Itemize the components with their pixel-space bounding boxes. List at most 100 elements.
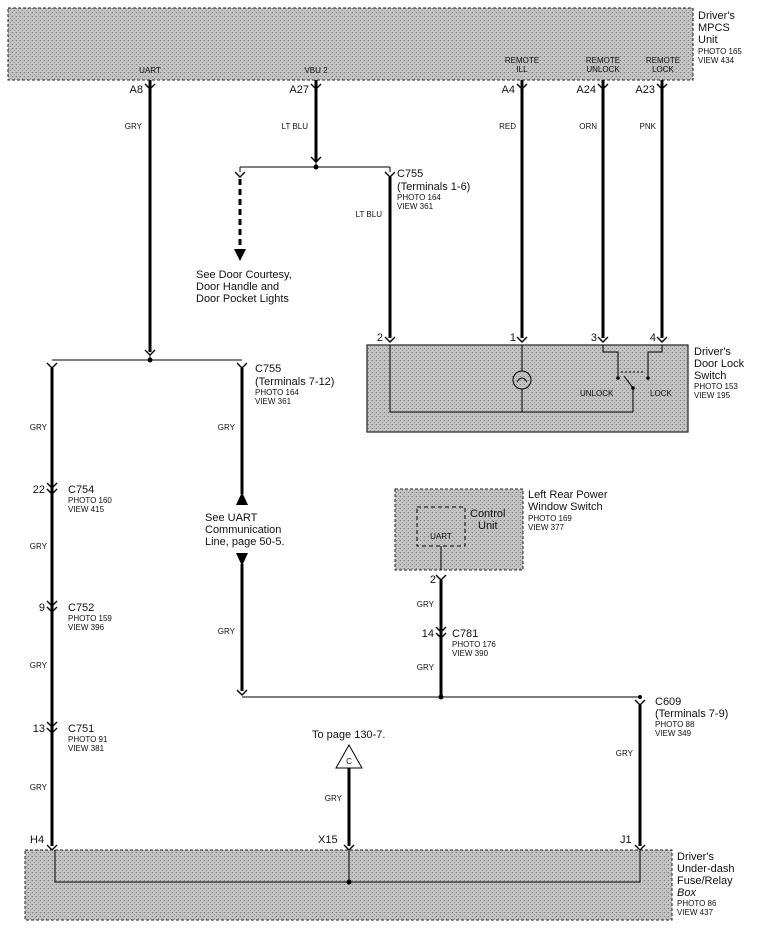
c752-view: VIEW 396 bbox=[68, 623, 105, 632]
c751-name: C751 bbox=[68, 723, 94, 735]
uart-ref-3: Line, page 50-5. bbox=[205, 536, 285, 548]
connector-chevron-a4 bbox=[516, 83, 528, 90]
connector-chevron-c609 bbox=[634, 699, 646, 706]
wire-color-c609: GRY bbox=[616, 749, 634, 758]
c781-view: VIEW 390 bbox=[452, 649, 489, 658]
connector-chevron-a27 bbox=[310, 83, 322, 90]
wire-color-a8: GRY bbox=[125, 122, 143, 131]
c751-photo: PHOTO 91 bbox=[68, 735, 108, 744]
rear-window-switch-name-1: Left Rear Power bbox=[528, 489, 608, 501]
uart-ref-2: Communication bbox=[205, 524, 281, 536]
dls-pin-4: 4 bbox=[650, 332, 656, 344]
wire-color-a23: PNK bbox=[640, 122, 657, 131]
fuse-box-pin-h4: H4 bbox=[30, 834, 44, 846]
switch-position-lock: LOCK bbox=[650, 389, 672, 398]
wire-color-rws-above: GRY bbox=[417, 600, 435, 609]
connector-chevron-a24 bbox=[597, 83, 609, 90]
wire-color-c755-upper: LT BLU bbox=[356, 210, 383, 219]
c752-photo: PHOTO 159 bbox=[68, 614, 112, 623]
mpcs-unit-name-1: Driver's bbox=[698, 10, 735, 22]
fuse-box-name-2: Under-dash bbox=[677, 863, 734, 875]
c609-terminals: (Terminals 7-9) bbox=[655, 708, 728, 720]
rws-pin-2: 2 bbox=[430, 574, 436, 586]
c781-pin: 14 bbox=[422, 628, 434, 640]
connector-icon-c752 bbox=[46, 600, 58, 613]
connector-icon-c751 bbox=[46, 721, 58, 734]
c609-name: C609 bbox=[655, 696, 681, 708]
signal-label-vbu2: VBU 2 bbox=[304, 66, 328, 75]
fuse-box-pin-x15: X15 bbox=[318, 834, 338, 846]
arrow-up-icon bbox=[236, 492, 248, 505]
c751-pin: 13 bbox=[33, 723, 45, 735]
door-lights-ref-2: Door Handle and bbox=[196, 281, 279, 293]
c755-lower-photo: PHOTO 164 bbox=[255, 388, 299, 397]
c755-upper-photo: PHOTO 164 bbox=[397, 193, 441, 202]
signal-label-remote-unlock-1: REMOTE bbox=[586, 56, 620, 65]
door-lock-switch-view: VIEW 195 bbox=[694, 391, 731, 400]
wire-color-uart-return: GRY bbox=[218, 627, 236, 636]
signal-label-remote-lock-2: LOCK bbox=[652, 65, 674, 74]
connector-chevron-a8 bbox=[144, 83, 156, 90]
arrow-down-continuation-icon bbox=[236, 553, 248, 566]
fuse-box-splice-dot bbox=[346, 879, 352, 885]
signal-label-remote-unlock-2: UNLOCK bbox=[586, 65, 620, 74]
splice-dot-rws bbox=[438, 694, 444, 700]
connector-chevron-left-top bbox=[46, 362, 58, 369]
switch-contact-lock bbox=[646, 376, 650, 380]
c754-pin: 22 bbox=[33, 484, 45, 496]
c752-name: C752 bbox=[68, 602, 94, 614]
dls-lock-line bbox=[647, 345, 663, 376]
control-unit-label-1: Control bbox=[470, 508, 505, 520]
fuse-box-view: VIEW 437 bbox=[677, 908, 714, 917]
wire-color-a4: RED bbox=[499, 122, 516, 131]
wire-color-left-3: GRY bbox=[30, 661, 48, 670]
splice-dot-vbu2 bbox=[313, 164, 319, 170]
signal-label-remote-ill-2: ILL bbox=[516, 65, 528, 74]
connector-chevron-a23 bbox=[656, 83, 668, 90]
mpcs-unit-name-2: MPCS bbox=[698, 22, 730, 34]
connector-chevron-dls-4 bbox=[656, 336, 668, 343]
pin-label-a24: A24 bbox=[576, 84, 596, 96]
mpcs-unit-view: VIEW 434 bbox=[698, 56, 735, 65]
dls-pin-2: 2 bbox=[377, 332, 383, 344]
c609-photo: PHOTO 88 bbox=[655, 720, 695, 729]
c755-lower-view: VIEW 361 bbox=[255, 397, 292, 406]
fuse-box-pin-j1: J1 bbox=[620, 834, 632, 846]
switch-position-unlock: UNLOCK bbox=[580, 389, 614, 398]
dls-pin-1: 1 bbox=[510, 332, 516, 344]
door-lock-switch-box bbox=[366, 344, 689, 433]
switch-blade-icon bbox=[623, 375, 634, 389]
c752-pin: 9 bbox=[39, 602, 45, 614]
c754-photo: PHOTO 160 bbox=[68, 496, 112, 505]
page-ref-text: To page 130-7. bbox=[312, 729, 385, 741]
door-lock-switch-name-2: Door Lock bbox=[694, 358, 745, 370]
uart-ref-1: See UART bbox=[205, 512, 258, 524]
splice-dot-uart bbox=[147, 357, 153, 363]
rear-window-switch-view: VIEW 377 bbox=[528, 523, 565, 532]
connector-icon-c781 bbox=[435, 626, 447, 639]
c755-upper-terminals: (Terminals 1-6) bbox=[397, 181, 470, 193]
wire-color-page-ref: GRY bbox=[325, 794, 343, 803]
door-lights-ref-3: Door Pocket Lights bbox=[196, 293, 289, 305]
page-ref-symbol: C bbox=[346, 757, 352, 766]
switch-contact-unlock bbox=[616, 376, 620, 380]
connector-chevron-c755-lower bbox=[236, 362, 248, 369]
fuse-box-name-4: Box bbox=[677, 887, 696, 899]
c754-name: C754 bbox=[68, 484, 94, 496]
wire-color-c755-lower: GRY bbox=[218, 423, 236, 432]
door-lock-switch-photo: PHOTO 153 bbox=[694, 382, 738, 391]
wire-color-rws-below: GRY bbox=[417, 663, 435, 672]
rear-window-switch-box bbox=[394, 488, 524, 571]
c754-view: VIEW 415 bbox=[68, 505, 105, 514]
connector-chevron-door-lights bbox=[234, 171, 246, 178]
wire-color-a27: LT BLU bbox=[282, 122, 309, 131]
connector-chevron-dls-3 bbox=[597, 336, 609, 343]
c781-name: C781 bbox=[452, 628, 478, 640]
c755-upper-name: C755 bbox=[397, 168, 423, 180]
connector-icon-c754 bbox=[46, 482, 58, 495]
control-unit-uart-label: UART bbox=[430, 532, 452, 541]
indicator-lamp-filament bbox=[516, 377, 528, 383]
fuse-box-name-1: Driver's bbox=[677, 851, 714, 863]
wire-color-a24: ORN bbox=[579, 122, 597, 131]
wire-color-left-2: GRY bbox=[30, 542, 48, 551]
